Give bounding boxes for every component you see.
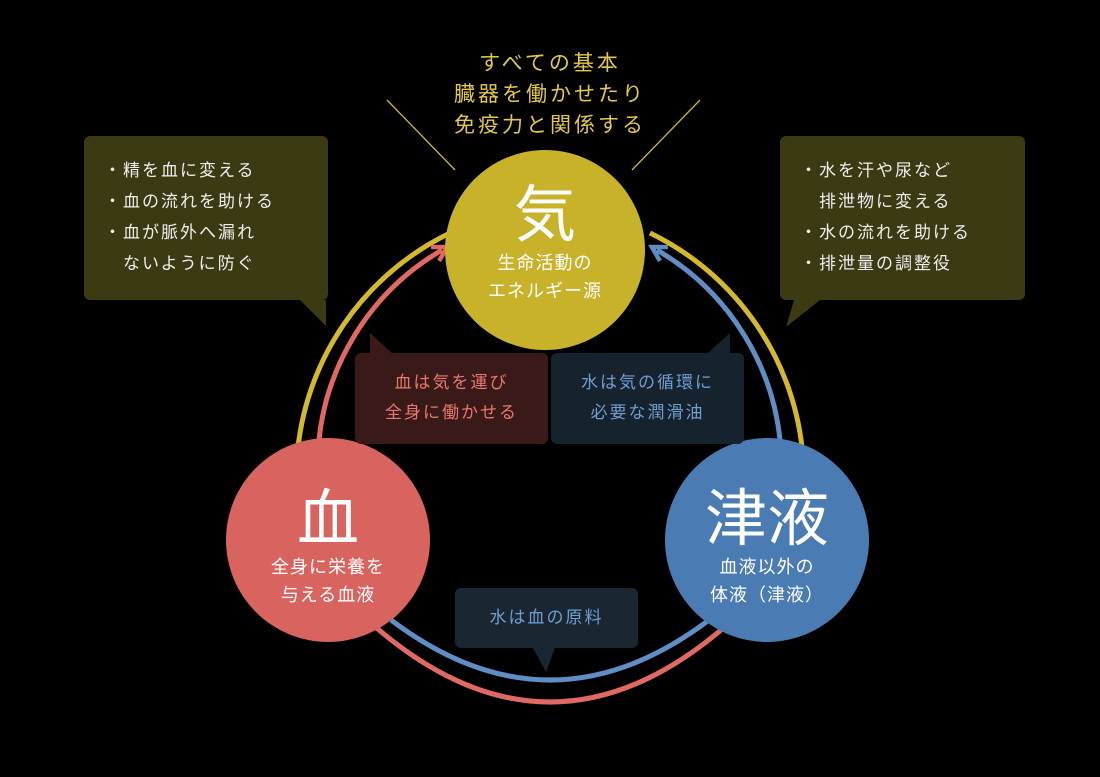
node-shineki-desc-line: 体液（津液） [710, 585, 824, 606]
callout-item: ・水を汗や尿など [800, 161, 952, 181]
callout-shineki-to-ketsu: 水は血の原料 [455, 588, 638, 648]
callout-line: 必要な潤滑油 [590, 403, 705, 423]
node-ketsu-desc-line: 全身に栄養を [271, 557, 385, 578]
callout-item: ・排泄量の調整役 [800, 254, 952, 274]
arrow-shineki-to-ki [657, 250, 784, 454]
top-note: すべての基本 臓器を働かせたり 免疫力と関係する [380, 48, 720, 141]
callout-line: 全身に働かせる [385, 403, 518, 423]
arc-ketsu-shineki-outer [370, 622, 730, 705]
top-note-pointer-left [386, 99, 456, 171]
callout-ketsu-to-ki: 血は気を運び 全身に働かせる [355, 353, 548, 444]
node-ketsu [226, 438, 430, 642]
callout-shineki-to-ki: 水は気の循環に 必要な潤滑油 [551, 353, 744, 444]
node-shineki-label: 津液 血液以外の 体液（津液） [667, 484, 867, 610]
mid-right-callout-tail [708, 333, 730, 353]
mid-left-callout-tail [370, 333, 392, 353]
node-ki [445, 150, 645, 350]
callout-item: 排泄物に変える [800, 192, 952, 212]
top-note-line: すべての基本 [479, 51, 621, 75]
node-ketsu-desc-line: 与える血液 [280, 585, 376, 606]
node-ketsu-title: 血 [296, 482, 359, 555]
node-ki-label: 気 生命活動の エネルギー源 [445, 180, 645, 306]
top-note-line: 臓器を働かせたり [454, 82, 646, 106]
node-ki-title: 気 [513, 178, 576, 251]
callout-item: ・水の流れを助ける [800, 223, 971, 243]
callout-line: 血は気を運び [394, 373, 509, 393]
arrow-ki-to-shineki [648, 230, 803, 458]
node-shineki-desc-line: 血液以外の [719, 557, 815, 578]
top-note-line: 免疫力と関係する [454, 113, 646, 137]
bottom-callout-tail [533, 648, 555, 672]
arrow-ketsu-to-ki [315, 250, 442, 454]
callout-ki-shineki: ・水を汗や尿など 排泄物に変える ・水の流れを助ける ・排泄量の調整役 [780, 136, 1025, 300]
right-callout-tail [786, 300, 820, 327]
node-ki-desc-line: 生命活動の [497, 253, 593, 274]
callout-line: 水は気の循環に [581, 373, 714, 393]
arc-ketsu-shineki-inner [389, 618, 711, 683]
top-note-pointer-right [631, 99, 701, 171]
callout-item: ・血が脈外へ漏れ [104, 223, 256, 243]
callout-item: ないように防ぐ [104, 254, 256, 274]
left-callout-tail [300, 300, 326, 326]
callout-item: ・精を血に変える [104, 161, 256, 181]
node-shineki-title: 津液 [704, 482, 829, 555]
arrow-ki-to-ketsu [297, 230, 452, 458]
node-ketsu-label: 血 全身に栄養を 与える血液 [228, 484, 428, 610]
node-shineki [665, 438, 869, 642]
node-ki-desc-line: エネルギー源 [488, 281, 602, 302]
callout-ki-ketsu: ・精を血に変える ・血の流れを助ける ・血が脈外へ漏れ ないように防ぐ [84, 136, 328, 300]
callout-item: ・血の流れを助ける [104, 192, 275, 212]
